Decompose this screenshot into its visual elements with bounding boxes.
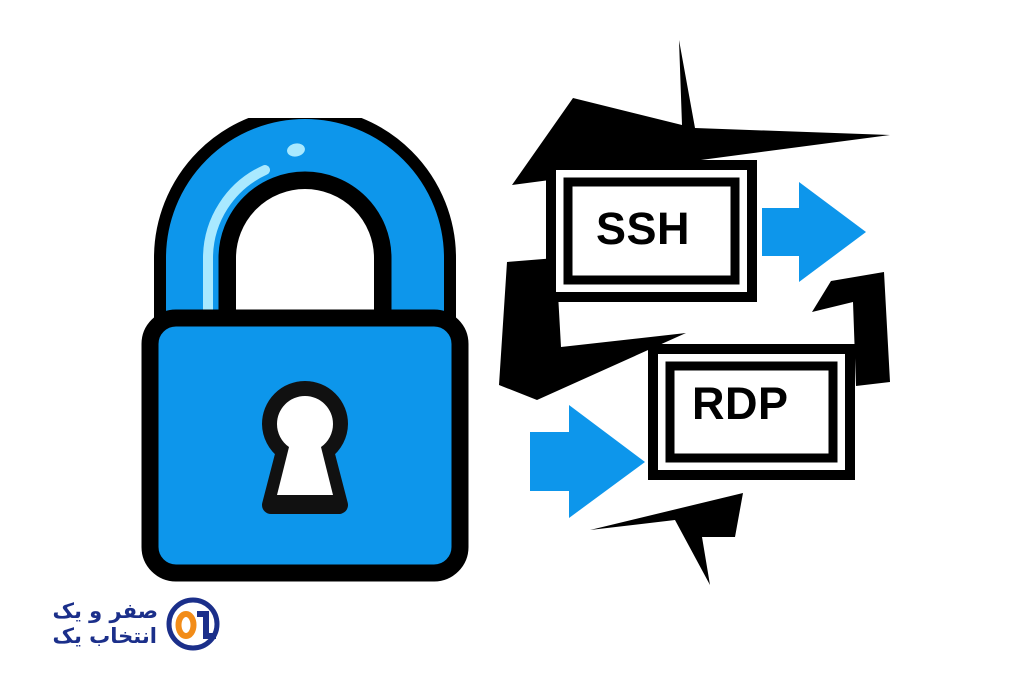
rdp-box-inner-border [665, 361, 838, 463]
ssh-box [546, 160, 757, 302]
brand-line-bottom: انتخاب یک [52, 624, 157, 648]
padlock-shackle-inner-edge [218, 171, 392, 368]
brand-logo: صفر و یک انتخاب یک [22, 588, 222, 660]
rdp-box-label: RDP [692, 378, 789, 429]
top-black-arrow-icon [512, 40, 890, 185]
ssh-blue-arrow-icon [762, 182, 866, 282]
protocol-flow-diagram [490, 40, 960, 585]
ssh-box-label: SSH [596, 203, 691, 254]
brand-digit-one [197, 611, 216, 639]
padlock-illustration [140, 118, 470, 583]
brand-wordmark: صفر و یک انتخاب یک [52, 599, 158, 649]
padlock-shackle [166, 119, 444, 368]
padlock-keyhole [277, 396, 333, 495]
padlock-shackle-highlight [202, 165, 270, 363]
rdp-box [648, 344, 855, 480]
right-black-arrow-icon [812, 272, 890, 386]
ssh-box-inner-border [563, 177, 740, 285]
brand-mark-icon [164, 595, 222, 653]
brand-ring [166, 597, 220, 651]
padlock-body-group [141, 309, 469, 582]
rdp-blue-arrow-icon [530, 405, 645, 518]
brand-line-top: صفر و یک [52, 599, 158, 623]
left-black-arrow-icon [499, 258, 686, 400]
padlock-shackle-group [154, 118, 456, 368]
padlock-shackle-highlight-dot [287, 143, 305, 157]
bottom-black-arrow-icon [590, 493, 743, 585]
brand-digit-zero [175, 611, 197, 639]
